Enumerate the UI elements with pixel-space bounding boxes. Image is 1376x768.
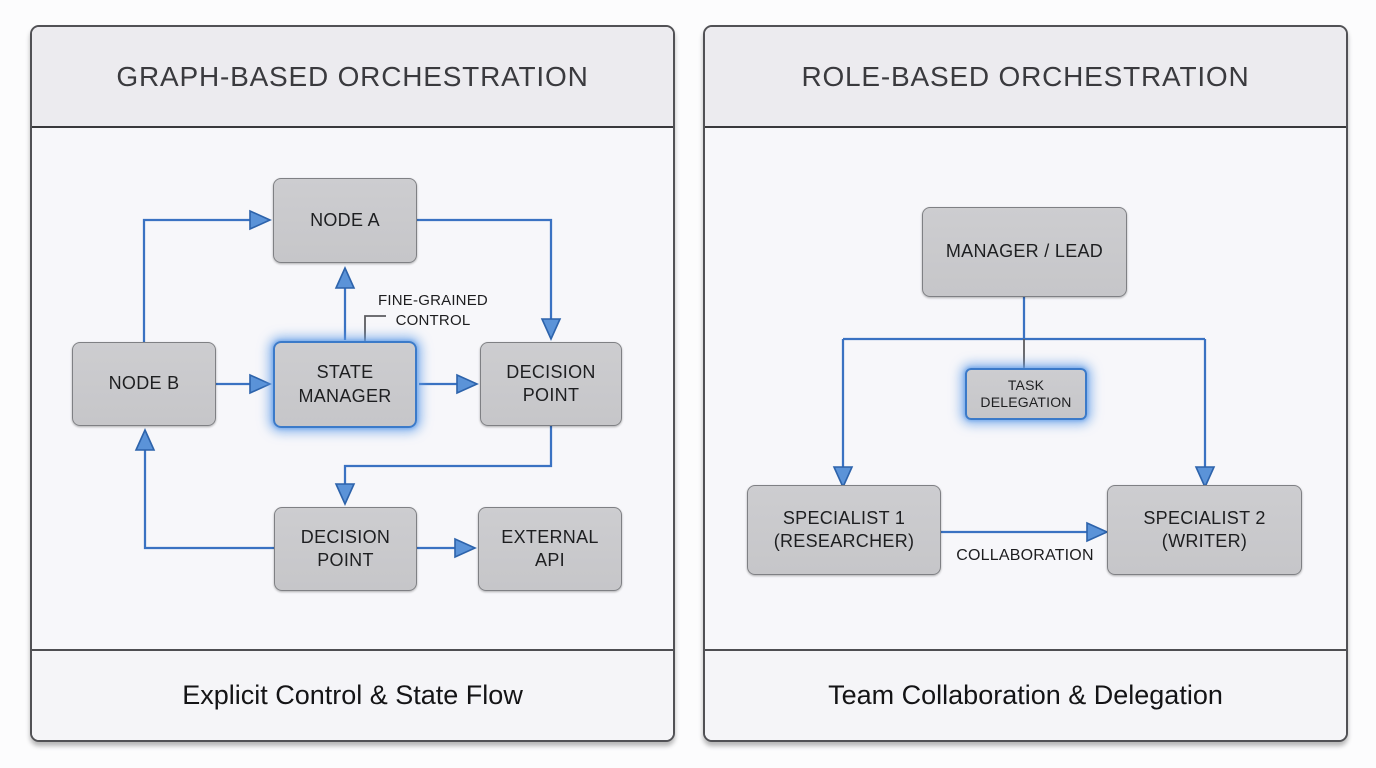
decision-point-upper-box: DECISION POINT xyxy=(480,342,622,426)
fine-grained-control-annotation: FINE-GRAINED CONTROL xyxy=(378,292,488,330)
collaboration-annotation: COLLABORATION xyxy=(956,547,1094,564)
decision-point-lower-box: DECISION POINT xyxy=(274,507,417,591)
specialist-1-box: SPECIALIST 1 (RESEARCHER) xyxy=(747,485,941,575)
node-b-box: NODE B xyxy=(72,342,216,426)
decision-point-upper-label: DECISION POINT xyxy=(506,361,596,405)
graph-panel-footer: Explicit Control & State Flow xyxy=(32,649,673,740)
graph-panel-caption: Explicit Control & State Flow xyxy=(182,680,523,710)
state-manager-box: STATE MANAGER xyxy=(273,341,417,428)
specialist-2-label: SPECIALIST 2 (WRITER) xyxy=(1143,507,1266,551)
manager-lead-label: MANAGER / LEAD xyxy=(945,241,1104,262)
external-api-label: EXTERNAL API xyxy=(501,526,599,570)
graph-panel-header: GRAPH-BASED ORCHESTRATION xyxy=(32,27,673,128)
specialist-1-label: SPECIALIST 1 (RESEARCHER) xyxy=(773,507,915,551)
role-panel-header: ROLE-BASED ORCHESTRATION xyxy=(705,27,1346,128)
role-panel-title: ROLE-BASED ORCHESTRATION xyxy=(801,60,1250,92)
state-manager-label: STATE MANAGER xyxy=(298,362,392,406)
graph-panel-title: GRAPH-BASED ORCHESTRATION xyxy=(116,60,589,92)
role-panel-caption: Team Collaboration & Delegation xyxy=(828,680,1223,710)
node-a-label: NODE A xyxy=(310,209,380,230)
specialist-2-box: SPECIALIST 2 (WRITER) xyxy=(1107,485,1302,575)
node-a-box: NODE A xyxy=(273,178,417,263)
node-b-label: NODE B xyxy=(108,373,180,394)
external-api-box: EXTERNAL API xyxy=(478,507,622,591)
decision-point-lower-label: DECISION POINT xyxy=(300,526,391,570)
manager-lead-box: MANAGER / LEAD xyxy=(922,207,1127,297)
task-delegation-box: TASK DELEGATION xyxy=(965,368,1087,420)
task-delegation-label: TASK DELEGATION xyxy=(980,376,1072,411)
role-panel-footer: Team Collaboration & Delegation xyxy=(705,649,1346,740)
